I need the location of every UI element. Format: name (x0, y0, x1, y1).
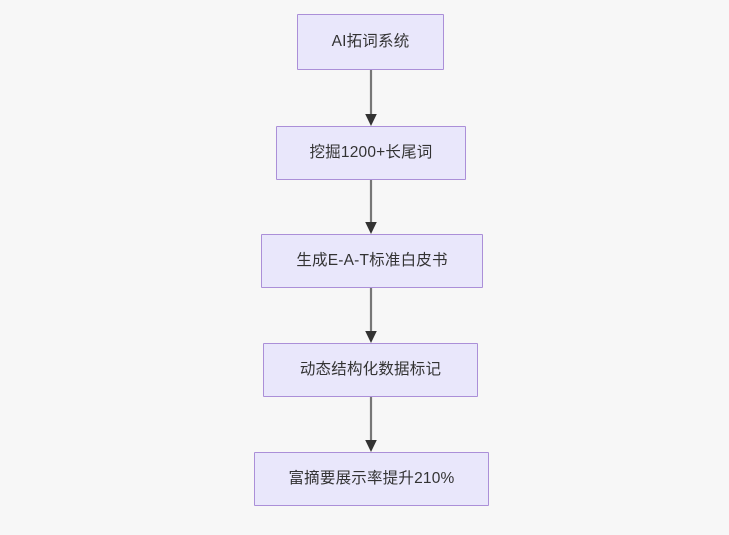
flowchart-node-n5[interactable]: 富摘要展示率提升210% (254, 452, 489, 506)
flowchart-edge-n1-n2 (360, 70, 382, 126)
flowchart-node-label: 挖掘1200+长尾词 (309, 144, 433, 162)
flowchart-edge-n4-n5 (360, 397, 382, 452)
flowchart-node-n4[interactable]: 动态结构化数据标记 (263, 343, 478, 397)
flowchart-edge-n3-n4 (360, 288, 382, 343)
flowchart-node-label: 富摘要展示率提升210% (288, 470, 455, 488)
flowchart-node-label: 生成E-A-T标准白皮书 (296, 252, 448, 270)
flowchart-node-n3[interactable]: 生成E-A-T标准白皮书 (261, 234, 483, 288)
flowchart-node-n2[interactable]: 挖掘1200+长尾词 (276, 126, 466, 180)
flowchart-edge-n2-n3 (360, 180, 382, 234)
flowchart-node-label: AI拓词系统 (331, 33, 410, 51)
flowchart-node-label: 动态结构化数据标记 (299, 361, 442, 379)
flowchart-node-n1[interactable]: AI拓词系统 (297, 14, 444, 70)
